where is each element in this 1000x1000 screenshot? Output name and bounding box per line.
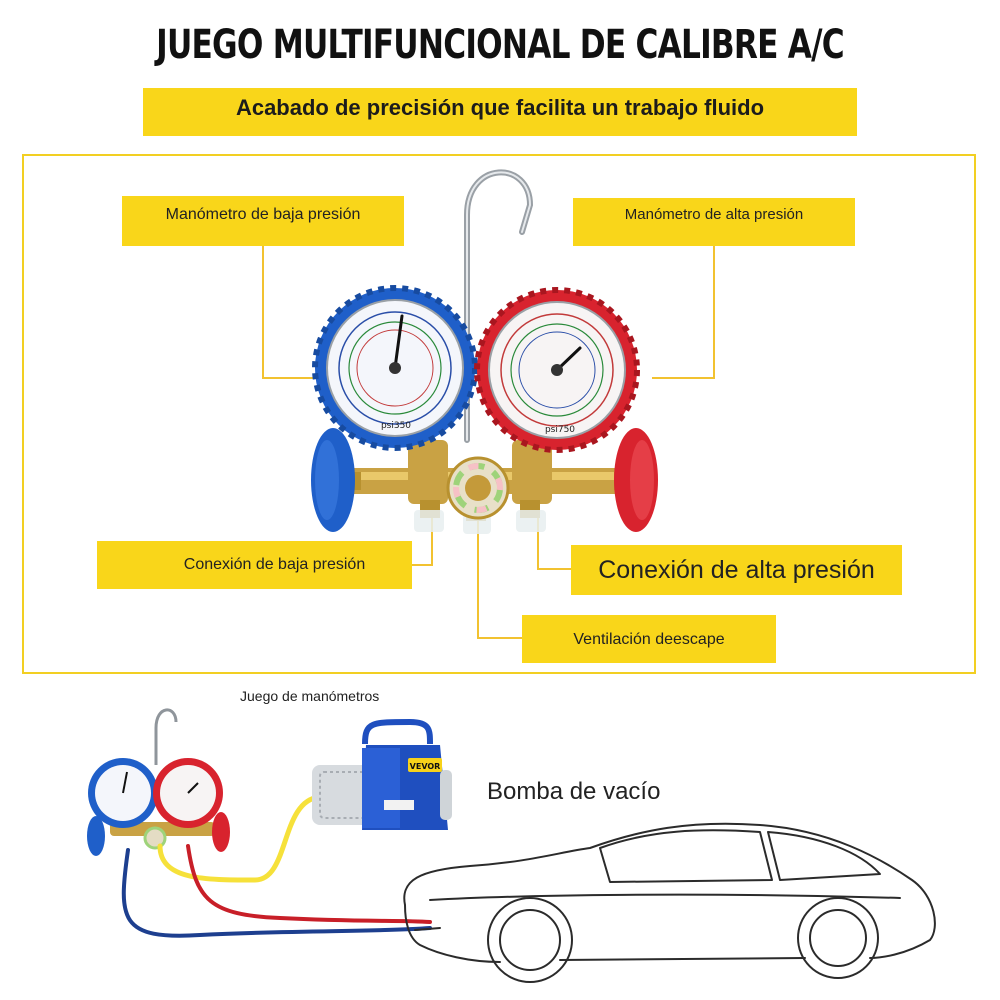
sight-glass bbox=[446, 456, 510, 520]
pump-brand-label: VEVOR bbox=[410, 762, 441, 771]
blue-hose bbox=[121, 848, 432, 938]
high-side-knob bbox=[614, 428, 658, 532]
label-exhaust-vent: Ventilación de escape bbox=[522, 615, 776, 663]
vacuum-pump: VEVOR bbox=[312, 718, 452, 830]
car-outline bbox=[403, 822, 936, 983]
diagram-frame bbox=[22, 154, 976, 674]
high-gauge-unit: psi750 bbox=[545, 425, 575, 435]
low-side-knob bbox=[311, 428, 361, 532]
small-gauge-set bbox=[87, 708, 230, 856]
label-low-pressure-gauge: Manómetro de baja presión bbox=[122, 196, 404, 246]
low-pressure-gauge: psi350 bbox=[312, 285, 478, 451]
subtitle-banner bbox=[143, 88, 857, 136]
red-hose bbox=[186, 844, 432, 924]
caption-gauge-set: Juego de manómetros bbox=[240, 688, 380, 704]
subtitle-text: Acabado de precisión que facilita un tra… bbox=[235, 95, 765, 120]
caption-vacuum-pump: Bomba de vacío bbox=[487, 778, 661, 805]
label-exhaust-vent-line1: Ventilación de bbox=[573, 630, 674, 648]
yellow-hose bbox=[157, 794, 323, 883]
label-high-pressure-gauge: Manómetro de alta presión bbox=[573, 198, 855, 246]
label-exhaust-vent-line2: escape bbox=[673, 630, 725, 648]
low-gauge-unit: psi350 bbox=[381, 421, 411, 431]
hoses bbox=[121, 794, 432, 938]
label-high-pressure-connection: Conexión de alta presión bbox=[571, 545, 902, 595]
label-low-pressure-connection: Conexión de baja presión bbox=[97, 541, 412, 589]
high-pressure-gauge: psi750 bbox=[474, 287, 640, 453]
page-title: JUEGO MULTIFUNCIONAL DE CALIBRE A/C bbox=[156, 22, 845, 68]
